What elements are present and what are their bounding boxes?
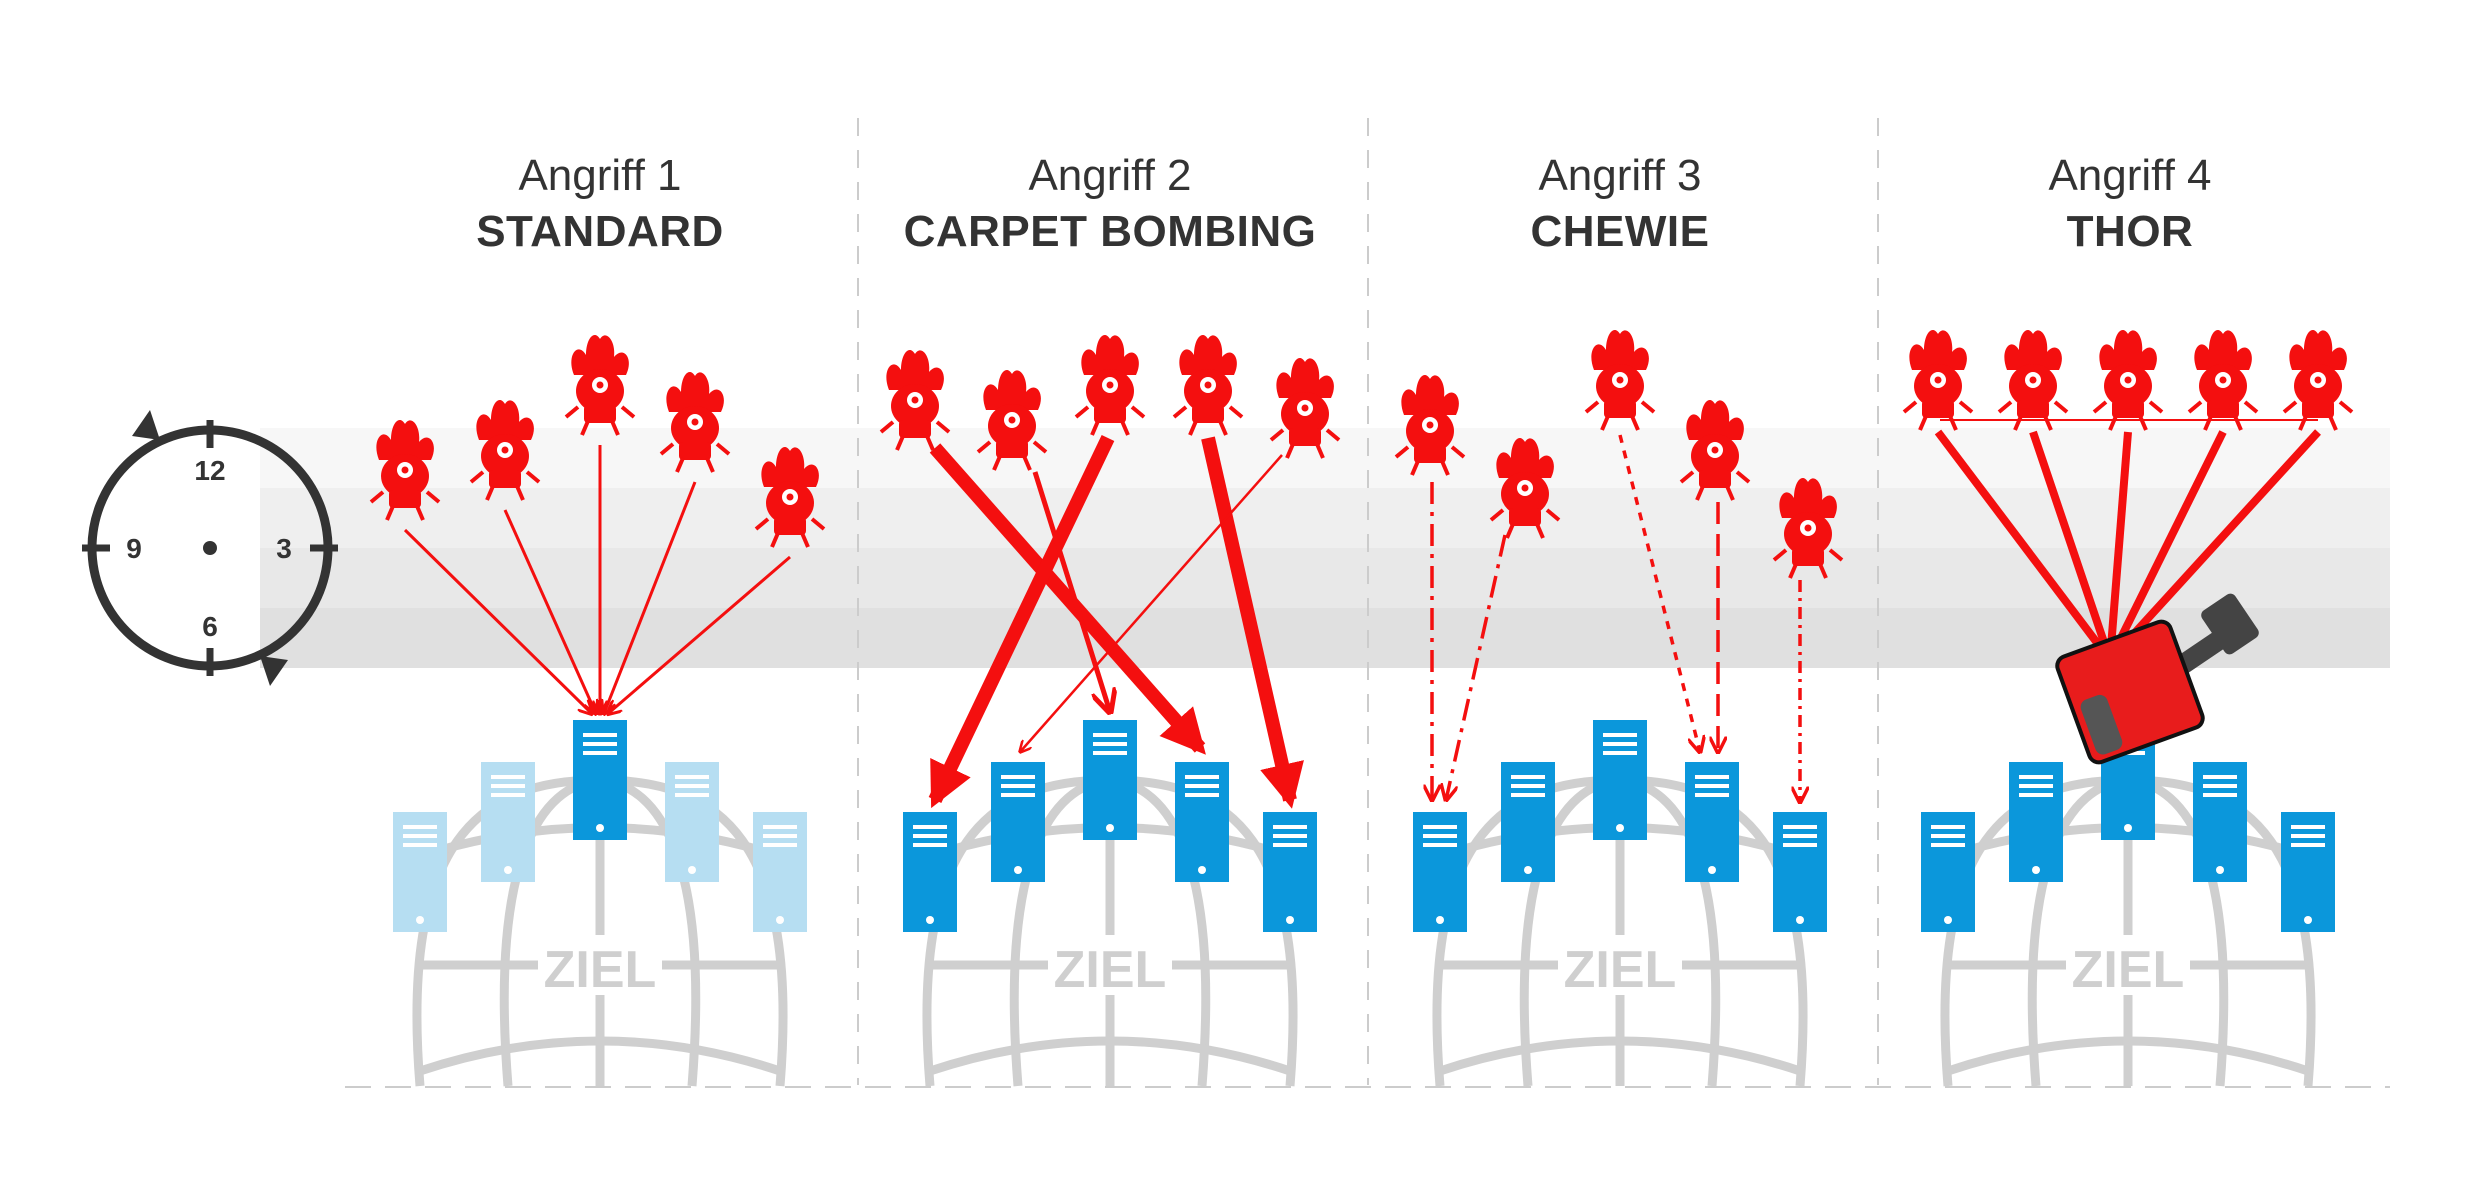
clock-icon: 12 3 6 9 <box>82 410 338 686</box>
panel-attack-3: ZIEL <box>1394 329 1844 1087</box>
server-icon <box>1263 812 1317 932</box>
server-icon <box>1593 720 1647 840</box>
attacker-creature-icon <box>1394 374 1466 476</box>
attacker-creature-icon <box>1269 357 1341 459</box>
attacker-creature-icon <box>2282 329 2354 431</box>
attack-arrow <box>2106 431 2132 661</box>
server-icon <box>393 812 447 932</box>
attacker-creature-icon <box>1172 334 1244 436</box>
attack-name-label: CARPET BOMBING <box>903 207 1317 256</box>
hammer-icon <box>2055 593 2259 765</box>
attack-number-label: Angriff 3 <box>1538 151 1702 200</box>
panel-attack-4: ZIEL <box>1902 329 2354 1087</box>
attack-arrow <box>2107 429 2321 663</box>
attacker-creature-icon <box>1074 334 1146 436</box>
heading-attack-1: Angriff 1 STANDARD <box>350 148 850 260</box>
server-icon <box>1773 812 1827 932</box>
attacker-creature-icon <box>754 446 826 548</box>
target-label: ZIEL <box>544 941 657 999</box>
attacker-creature-icon <box>469 399 541 501</box>
server-icon <box>2193 762 2247 882</box>
attack-arrow <box>1446 534 1507 800</box>
attack-arrow <box>1020 454 1283 752</box>
attack-panels: ZIEL ZIEL ZIEL ZIEL <box>369 329 2354 1087</box>
panel-attack-2: ZIEL <box>879 334 1341 1087</box>
clock-label-12: 12 <box>194 455 225 486</box>
clock-label-3: 3 <box>276 533 292 564</box>
server-icon <box>2009 762 2063 882</box>
server-icon <box>991 762 1045 882</box>
server-icon <box>1685 762 1739 882</box>
attack-arrow <box>929 443 1206 755</box>
target-label: ZIEL <box>1564 941 1677 999</box>
attack-name-label: CHEWIE <box>1530 207 1710 256</box>
attack-arrow <box>2106 430 2227 662</box>
panel-attack-1: ZIEL <box>369 334 826 1087</box>
server-icon <box>1175 762 1229 882</box>
server-icon <box>903 812 957 932</box>
server-icon <box>2281 812 2335 932</box>
clock-label-9: 9 <box>126 533 142 564</box>
attacker-creature-icon <box>1584 329 1656 431</box>
clock-label-6: 6 <box>202 611 218 642</box>
server-icon <box>481 762 535 882</box>
attacker-creature-icon <box>879 349 951 451</box>
server-icon <box>753 812 807 932</box>
attacker-creature-icon <box>369 419 441 521</box>
server-icon <box>1413 812 1467 932</box>
attack-arrow <box>2029 430 2114 662</box>
attacker-creature-icon <box>1489 437 1561 539</box>
attack-number-label: Angriff 1 <box>518 151 682 200</box>
timeline-band <box>260 428 2390 668</box>
attack-arrow <box>1618 434 1700 752</box>
attacker-creature-icon <box>976 369 1048 471</box>
attack-arrow <box>1934 429 2114 663</box>
server-icon <box>1921 812 1975 932</box>
server-icon <box>665 762 719 882</box>
attack-arrow <box>403 528 592 714</box>
attacker-creature-icon <box>1997 329 2069 431</box>
attack-arrow <box>928 434 1115 809</box>
heading-attack-3: Angriff 3 CHEWIE <box>1370 148 1870 260</box>
heading-attack-2: Angriff 2 CARPET BOMBING <box>860 148 1360 260</box>
attack-name-label: STANDARD <box>476 207 724 256</box>
attack-arrow <box>1032 471 1110 712</box>
attacker-creature-icon <box>1902 329 1974 431</box>
attacker-creature-icon <box>1679 399 1751 501</box>
attacker-creature-icon <box>2187 329 2259 431</box>
attack-arrow <box>604 481 697 714</box>
attack-name-label: THOR <box>2066 207 2194 256</box>
server-icon <box>1083 720 1137 840</box>
server-icon <box>573 720 627 840</box>
target-label: ZIEL <box>1054 941 1167 999</box>
attacker-creature-icon <box>564 334 636 436</box>
attacker-creature-icon <box>659 371 731 473</box>
attack-arrow <box>608 555 791 714</box>
attacker-creature-icon <box>2092 329 2164 431</box>
attacker-creature-icon <box>1772 477 1844 579</box>
target-label: ZIEL <box>2072 941 2185 999</box>
attack-number-label: Angriff 4 <box>2048 151 2212 200</box>
attack-arrow <box>1201 436 1304 809</box>
attack-arrow <box>503 509 596 714</box>
server-icon <box>1501 762 1555 882</box>
heading-attack-4: Angriff 4 THOR <box>1880 148 2380 260</box>
panel-separators <box>857 118 1879 1085</box>
attack-number-label: Angriff 2 <box>1028 151 1192 200</box>
